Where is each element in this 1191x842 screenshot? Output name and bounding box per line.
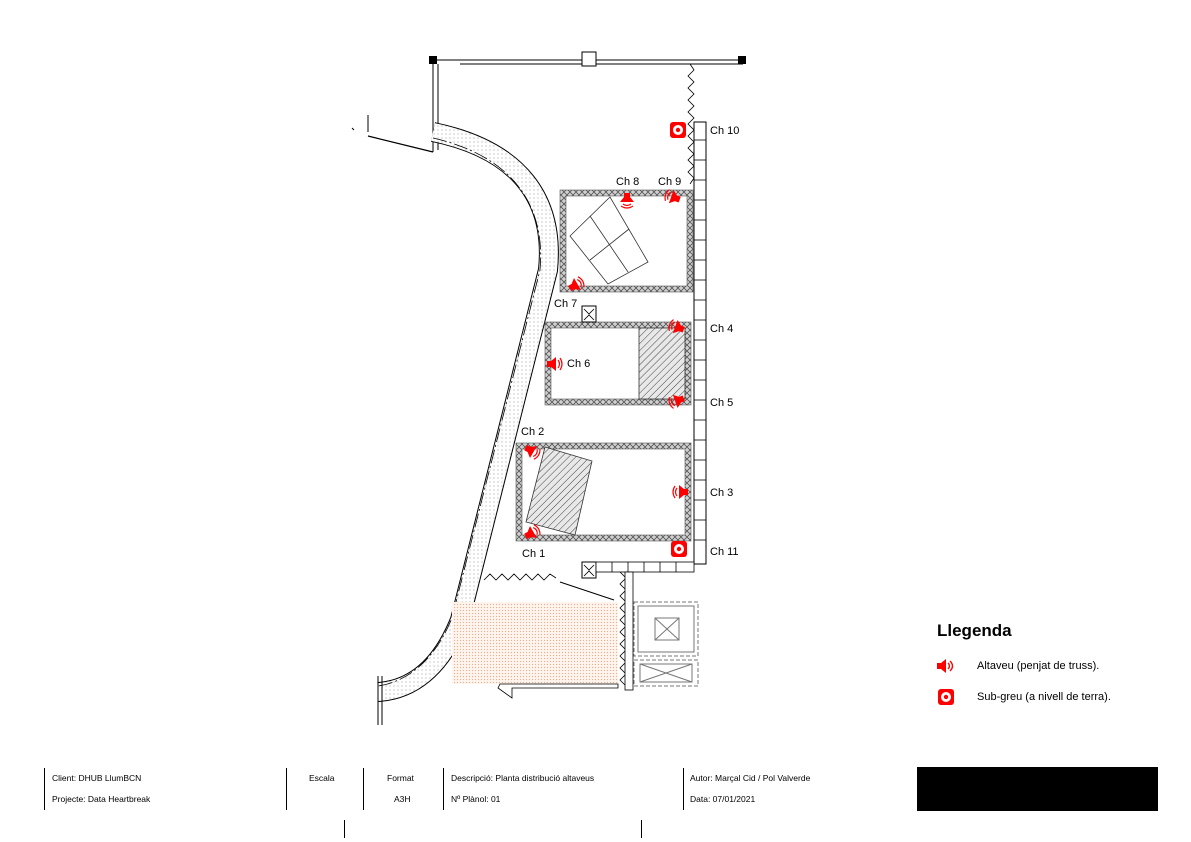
channel-label-10: Ch 10 [710, 125, 739, 137]
speaker-icon [568, 276, 585, 292]
speaker-icon [547, 357, 563, 371]
channel-label-9: Ch 9 [658, 176, 681, 188]
channel-label-6: Ch 6 [567, 358, 590, 370]
title-block-divider [683, 768, 684, 810]
legend-sub-label: Sub-greu (a nivell de terra). [977, 691, 1111, 703]
cut-mark [641, 820, 642, 838]
legend-speaker-label: Altaveu (penjat de truss). [977, 660, 1100, 672]
subwoofer-icon [938, 689, 954, 705]
pillar [581, 561, 597, 579]
channel-label-5: Ch 5 [710, 397, 733, 409]
speaker-icon [668, 319, 685, 334]
speaker-icon [668, 394, 685, 409]
channel-label-7: Ch 7 [554, 298, 577, 310]
legend-item-subwoofer: Sub-greu (a nivell de terra). [935, 687, 1111, 707]
speaker-icon [672, 485, 688, 499]
speaker-icon [524, 524, 541, 540]
stage-platform [569, 196, 649, 285]
channel-label-3: Ch 3 [710, 487, 733, 499]
right-wall [687, 63, 707, 565]
plan-number-field: Nº Plànol: 01 [451, 794, 501, 804]
speaker-icon [620, 193, 634, 209]
elevator-block [633, 601, 699, 687]
cut-mark [344, 820, 345, 838]
subwoofer-icon [670, 122, 686, 138]
title-block-divider [44, 768, 45, 810]
curved-wall [376, 122, 559, 725]
pillar [581, 305, 597, 323]
client-field: Client: DHUB LlumBCN [52, 773, 142, 783]
channel-label-11: Ch 11 [710, 546, 739, 558]
legend-item-speaker: Altaveu (penjat de truss). [935, 656, 1099, 676]
channel-label-4: Ch 4 [710, 323, 733, 335]
truss-box-lower [515, 442, 692, 542]
channel-label-1: Ch 1 [522, 548, 545, 560]
project-field: Projecte: Data Heartbreak [52, 794, 151, 804]
description-field: Descripció: Planta distribució altaveus [451, 773, 595, 783]
bottom-wall [483, 561, 695, 691]
channel-label-8: Ch 8 [616, 176, 639, 188]
speaker-icon [664, 189, 681, 204]
top-wall [429, 51, 746, 152]
hatched-screen [525, 446, 593, 536]
author-field: Autor: Marçal Cid / Pol Valverde [690, 773, 811, 783]
logo-box [917, 767, 1158, 811]
date-field: Data: 07/01/2021 [690, 794, 756, 804]
hatched-screen [638, 327, 686, 400]
speaker-icon [524, 444, 541, 460]
title-block-divider [286, 768, 287, 810]
format-header: Format [387, 773, 414, 783]
format-value: A3H [394, 794, 411, 804]
entrance-wall [351, 115, 434, 153]
legend-title: Llegenda [937, 621, 1012, 640]
dotted-floor-area [452, 602, 618, 684]
subwoofer-icon [671, 541, 687, 557]
title-block-divider [363, 768, 364, 810]
channel-label-2: Ch 2 [521, 426, 544, 438]
ramp-arrow [497, 683, 619, 699]
scale-header: Escala [309, 773, 335, 783]
speaker-icon [937, 659, 954, 673]
title-block-divider [443, 768, 444, 810]
